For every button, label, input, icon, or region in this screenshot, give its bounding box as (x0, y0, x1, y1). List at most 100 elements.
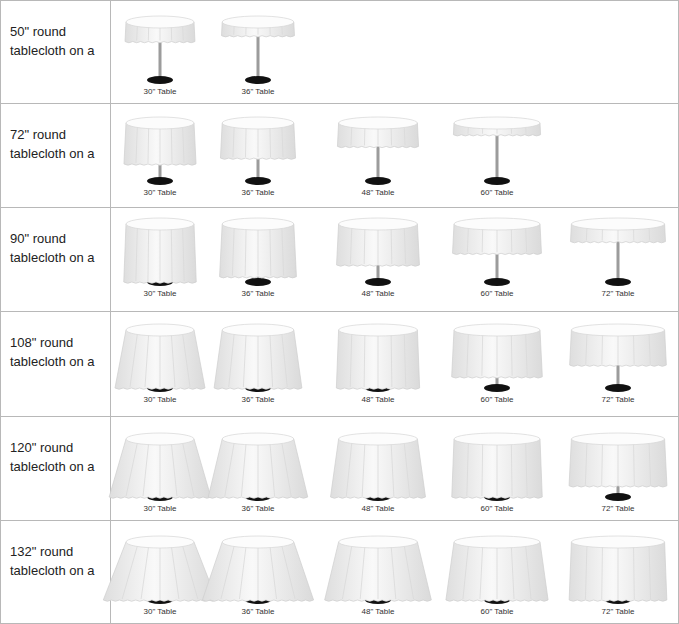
table-base (605, 278, 631, 286)
cloth-fold (282, 443, 291, 496)
cloth-fold (649, 443, 651, 485)
cloth-fold (183, 334, 190, 387)
cloth-fold (147, 228, 149, 281)
tablecloth (214, 330, 302, 389)
column-line (110, 0, 111, 624)
row-line (0, 103, 679, 104)
table-size-label: 30" Table (144, 504, 177, 514)
cloth-fold (463, 546, 468, 599)
table-figure (103, 536, 216, 604)
table-top (222, 433, 294, 445)
cloth-fold (525, 127, 526, 134)
table-base (605, 384, 631, 392)
cloth-fold (160, 228, 161, 281)
table-base (365, 278, 391, 286)
row-line (0, 416, 679, 417)
cloth-fold (350, 228, 351, 264)
table-top (126, 324, 194, 336)
tablecloth (331, 439, 426, 498)
cloth-fold (378, 443, 379, 496)
tablecloth (115, 330, 205, 389)
table-figure (125, 16, 195, 84)
table-size-label: 36" Table (242, 607, 275, 617)
cloth-fold (342, 546, 351, 599)
cloth-fold (391, 127, 392, 145)
cloth-fold (160, 334, 161, 387)
table-size-label: 36" Table (242, 87, 275, 97)
cloth-fold (497, 228, 498, 252)
table-top (126, 536, 194, 548)
cloth-fold (136, 26, 138, 41)
table-top (571, 536, 664, 548)
table-size-label: 60" Table (481, 395, 514, 405)
table-figure (222, 16, 295, 84)
cloth-fold (282, 127, 283, 157)
table-base (245, 278, 271, 286)
cloth-fold (404, 443, 409, 496)
table-figure (214, 324, 302, 392)
cloth-fold (391, 334, 393, 387)
cloth-fold (404, 127, 406, 145)
table-size-label: 72" Table (602, 289, 635, 299)
cloth-fold (364, 334, 366, 387)
cloth-fold (391, 546, 396, 599)
tablecloth (124, 224, 197, 283)
cloth-fold (526, 334, 528, 376)
cloth-fold (270, 334, 273, 387)
cloth-fold (225, 443, 234, 496)
table-top (126, 16, 194, 28)
cloth-fold (362, 443, 365, 496)
table-base (484, 278, 510, 286)
table-top (454, 324, 540, 336)
cloth-fold (350, 334, 352, 387)
table-top (454, 536, 540, 548)
cloth-fold (160, 127, 161, 163)
table-top (222, 218, 294, 230)
table-top (339, 117, 418, 129)
table-top (222, 536, 294, 548)
tablecloth (202, 542, 313, 601)
tablecloth (452, 439, 543, 498)
cloth-fold (481, 443, 483, 496)
table-size-label: 72" Table (602, 504, 635, 514)
table-size-label: 60" Table (481, 188, 514, 198)
cloth-fold (183, 127, 184, 163)
table-figure (124, 218, 197, 286)
cloth-fold (391, 228, 393, 264)
cloth-fold (183, 443, 194, 496)
cloth-fold (233, 127, 234, 157)
cloth-fold (649, 228, 651, 241)
tablecloth (325, 542, 432, 601)
table-size-label: 36" Table (242, 289, 275, 299)
cloth-fold (171, 228, 173, 281)
cloth-fold (130, 334, 137, 387)
table-figure (453, 117, 540, 185)
table-size-label: 48" Table (362, 504, 395, 514)
row-header: 132" round tablecloth on a (10, 542, 110, 580)
table-top (126, 117, 194, 129)
table-size-label: 36" Table (242, 504, 275, 514)
cloth-fold (649, 334, 650, 364)
cloth-fold (633, 334, 635, 364)
row-header: 90" round tablecloth on a (10, 229, 110, 267)
table-size-label: 36" Table (242, 188, 275, 198)
cloth-fold (282, 546, 295, 599)
cloth-fold (378, 127, 379, 145)
cloth-fold (221, 546, 234, 599)
table-size-label: 48" Table (362, 188, 395, 198)
cloth-fold (511, 228, 512, 252)
tablecloth (109, 439, 211, 498)
cloth-fold (350, 127, 352, 145)
table-figure (446, 536, 548, 604)
table-top (339, 536, 418, 548)
table-size-label: 60" Table (481, 607, 514, 617)
cloth-fold (171, 546, 179, 599)
table-size-label: 48" Table (362, 607, 395, 617)
table-top (222, 16, 294, 28)
cloth-fold (378, 546, 379, 599)
cloth-fold (618, 443, 619, 485)
table-top (454, 218, 540, 230)
